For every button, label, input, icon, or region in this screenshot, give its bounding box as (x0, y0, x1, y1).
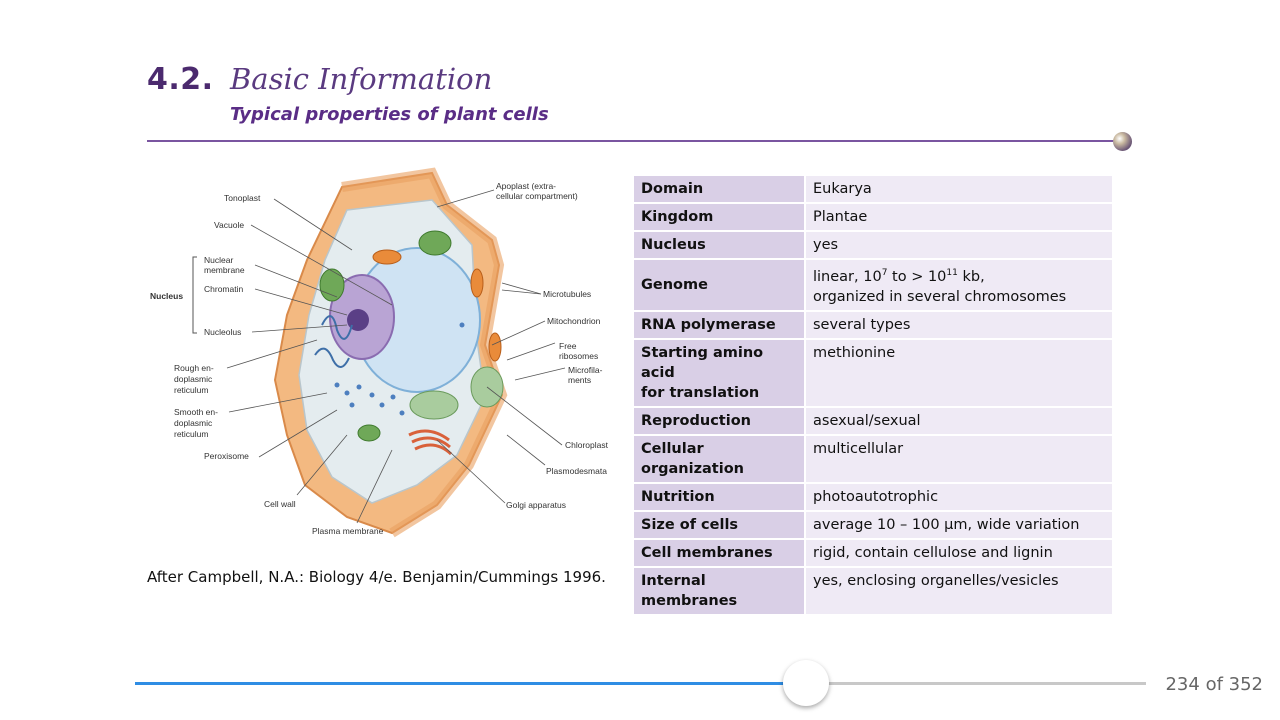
table-row: Cellular organization multicellular (634, 435, 1112, 482)
label-smooth-er-1: Smooth en- (174, 407, 218, 417)
label-nucleolus: Nucleolus (204, 327, 241, 337)
divider-knob-icon (1113, 132, 1132, 151)
label-rough-er-1: Rough en- (174, 363, 214, 373)
table-row: Nutrition photoautotrophic (634, 483, 1112, 510)
table-row: Starting amino acid for translation meth… (634, 339, 1112, 406)
title-divider (147, 140, 1117, 142)
table-row: Reproduction asexual/sexual (634, 407, 1112, 434)
page-counter: 234 of 352 (1165, 674, 1263, 695)
genome-exp1: 7 (881, 268, 888, 278)
property-key-line2: for translation (641, 384, 760, 401)
property-value: multicellular (804, 435, 1112, 482)
property-key: Starting amino acid for translation (634, 339, 804, 406)
label-plasmodesmata: Plasmodesmata (546, 466, 607, 476)
label-rough-er-3: reticulum (174, 385, 208, 395)
label-peroxisome: Peroxisome (204, 451, 249, 461)
property-value: methionine (804, 339, 1112, 406)
label-chloroplast: Chloroplast (565, 440, 609, 450)
label-chromatin: Chromatin (204, 284, 243, 294)
section-subtitle: Typical properties of plant cells (230, 104, 549, 125)
property-key: Reproduction (634, 407, 804, 434)
label-nuclear-membrane-2: membrane (204, 265, 245, 275)
table-row: Internal membranes yes, enclosing organe… (634, 567, 1112, 614)
property-key: Size of cells (634, 511, 804, 538)
property-key: Nucleus (634, 232, 804, 258)
label-nuclear-membrane-1: Nuclear (204, 255, 233, 265)
page-progress-track[interactable] (135, 682, 1146, 685)
label-cell-wall: Cell wall (264, 499, 296, 509)
property-value: Plantae (804, 204, 1112, 230)
property-value: several types (804, 311, 1112, 338)
property-value: linear, 107 to > 1011 kb, organized in s… (804, 260, 1112, 310)
section-title: Basic Information (230, 62, 493, 96)
section-number: 4.2. (147, 62, 214, 97)
property-key-line1: Cellular (641, 440, 704, 457)
genome-exp2: 11 (946, 268, 958, 278)
label-microfilaments-2: ments (568, 375, 591, 385)
table-row: Size of cells average 10 – 100 µm, wide … (634, 511, 1112, 538)
property-key: Cell membranes (634, 539, 804, 566)
property-key: RNA polymerase (634, 311, 804, 338)
property-key: Internal membranes (634, 567, 804, 614)
label-smooth-er-2: doplasmic (174, 418, 213, 428)
genome-mid: to > 10 (887, 268, 947, 285)
property-key-line2: organization (641, 460, 744, 477)
table-row: RNA polymerase several types (634, 311, 1112, 338)
label-mitochondrion: Mitochondrion (547, 316, 601, 326)
genome-line2: organized in several chromosomes (813, 288, 1067, 305)
label-apoplast-2: cellular compartment) (496, 191, 578, 201)
label-free-ribosomes-2: ribosomes (559, 351, 598, 361)
label-free-ribosomes-1: Free (559, 341, 577, 351)
property-key: Kingdom (634, 204, 804, 230)
label-rough-er-2: doplasmic (174, 374, 213, 384)
table-row: Cell membranes rigid, contain cellulose … (634, 539, 1112, 566)
genome-prefix: linear, 10 (813, 268, 882, 285)
property-value: yes (804, 232, 1112, 258)
property-key: Nutrition (634, 483, 804, 510)
property-key-text: Genome (641, 277, 708, 294)
page-progress-fill (135, 682, 807, 685)
label-nucleus: Nucleus (150, 291, 183, 301)
property-value: rigid, contain cellulose and lignin (804, 539, 1112, 566)
label-tonoplast: Tonoplast (224, 193, 261, 203)
label-apoplast-1: Apoplast (extra- (496, 181, 556, 191)
plant-cell-diagram: Tonoplast Vacuole Nuclear membrane Chrom… (150, 167, 609, 538)
property-key: Cellular organization (634, 435, 804, 482)
label-microfilaments-1: Microfila- (568, 365, 603, 375)
page-slider-thumb[interactable] (783, 660, 830, 706)
table-row: Kingdom Plantae (634, 204, 1112, 230)
label-vacuole: Vacuole (214, 220, 244, 230)
property-key-line1: Starting amino acid (641, 344, 764, 381)
label-plasma-membrane: Plasma membrane (312, 526, 384, 536)
property-value: average 10 – 100 µm, wide variation (804, 511, 1112, 538)
property-value: yes, enclosing organelles/vesicles (804, 567, 1112, 614)
table-row: Genome linear, 107 to > 1011 kb, organiz… (634, 260, 1112, 310)
property-value: asexual/sexual (804, 407, 1112, 434)
figure-caption: After Campbell, N.A.: Biology 4/e. Benja… (147, 568, 606, 586)
label-golgi-apparatus: Golgi apparatus (506, 500, 566, 510)
label-smooth-er-3: reticulum (174, 429, 208, 439)
property-key: Genome (634, 260, 804, 310)
property-value: Eukarya (804, 176, 1112, 202)
table-row: Domain Eukarya (634, 176, 1112, 202)
genome-suffix: kb, (957, 268, 985, 285)
property-key: Domain (634, 176, 804, 202)
properties-table: Domain Eukarya Kingdom Plantae Nucleus y… (634, 174, 1112, 616)
table-row: Nucleus yes (634, 232, 1112, 258)
label-microtubules: Microtubules (543, 289, 591, 299)
property-value: photoautotrophic (804, 483, 1112, 510)
